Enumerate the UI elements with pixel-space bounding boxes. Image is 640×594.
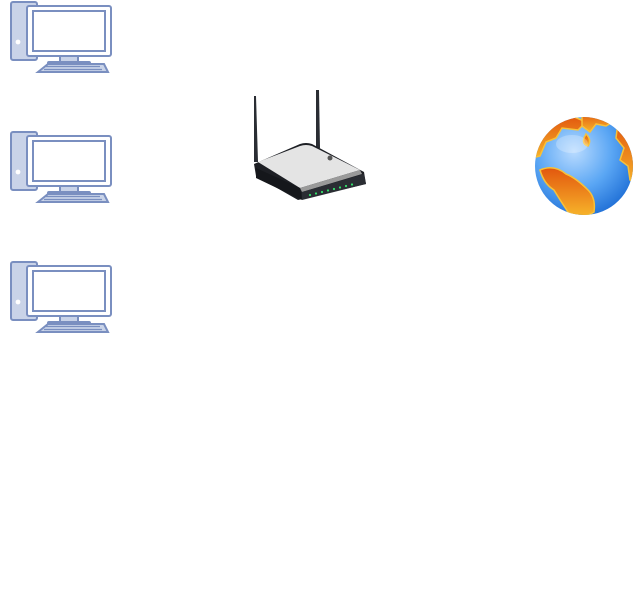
globe-icon <box>532 112 636 218</box>
desktop-computer-icon <box>8 130 112 204</box>
desktop-computer-icon <box>8 260 112 334</box>
desktop-computer-icon <box>8 0 112 74</box>
wireless-router-icon <box>248 88 372 204</box>
